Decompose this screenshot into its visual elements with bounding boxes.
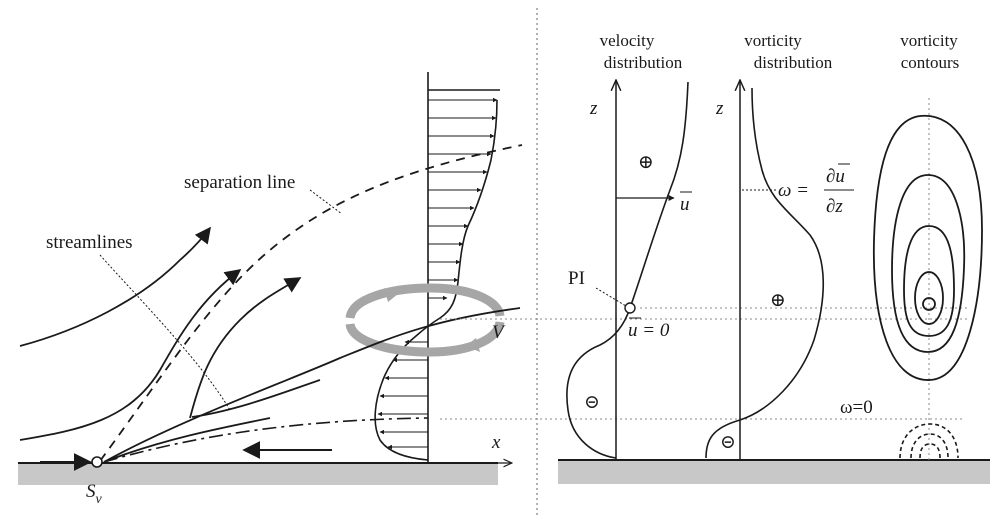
streamline-2 (19, 269, 242, 441)
velocity-header-line2: distribution (604, 53, 683, 72)
profile-arrows-positive (428, 97, 498, 301)
right-panel: velocity distribution vorticity distributi… (440, 31, 990, 484)
sv-point (91, 456, 103, 468)
velocity-profile-curve (374, 99, 498, 461)
profile-arrows-negative (377, 339, 428, 450)
vorticity-contours (872, 115, 983, 381)
velocity-header: velocity distribution (600, 31, 683, 72)
contours-header-line2: contours (901, 53, 960, 72)
vortex-ring-arrows (384, 288, 480, 352)
sv-label-main: S (86, 481, 96, 502)
omega-zero-label: ω=0 (840, 397, 873, 418)
contour-4 (914, 271, 944, 325)
vorticity-distribution-curve (705, 87, 825, 459)
omega-eq-numerator: ∂u (826, 166, 845, 187)
reverse-flow-line (103, 417, 429, 463)
omega-eq-denominator: ∂z (826, 196, 843, 217)
vorticity-header: vorticity distribution (744, 31, 832, 72)
omega-eq-label: ω = (778, 180, 809, 201)
vorticity-minus-sign: ⊝ (720, 432, 736, 453)
contour-outer (872, 115, 983, 381)
contour-2 (891, 174, 966, 353)
vortex-label: V (492, 322, 506, 343)
vorticity-equation: ω = ∂u ∂z (778, 163, 854, 217)
vortex-ring (345, 283, 505, 357)
u-zero-label: u = 0 (628, 320, 670, 341)
streamlines-leader (99, 254, 231, 411)
separation-line-label: separation line (184, 172, 295, 193)
vorticity-z-label: z (715, 98, 724, 119)
pi-leader (595, 287, 627, 307)
contour-core (922, 297, 936, 311)
ground-surface-left (18, 463, 498, 485)
vorticity-plus-sign: ⊕ (770, 290, 786, 311)
vorticity-header-line1: vorticity (744, 31, 802, 50)
ground-surface-right (558, 460, 990, 484)
left-panel: x (18, 72, 523, 507)
velocity-header-line1: velocity (600, 31, 655, 50)
vorticity-header-line2: distribution (754, 53, 833, 72)
streamline-5 (103, 307, 521, 463)
contour-3 (903, 225, 955, 337)
velocity-plus-sign: ⊕ (638, 152, 654, 173)
sv-label-sub: v (96, 492, 103, 507)
contours-header-line1: vorticity (900, 31, 958, 50)
negative-contours (899, 423, 959, 459)
streamline-3 (189, 277, 302, 419)
streamline-6 (103, 417, 271, 463)
separation-line (99, 144, 523, 462)
velocity-z-label: z (589, 98, 598, 119)
contours-header: vorticity contours (900, 31, 959, 72)
separation-line-leader (309, 189, 343, 215)
pi-point (624, 302, 636, 314)
streamlines-label: streamlines (46, 232, 133, 253)
velocity-distribution-curve (566, 81, 689, 459)
pi-label: PI (568, 268, 585, 289)
x-axis-label: x (491, 432, 501, 453)
sv-label: Sv (86, 481, 103, 507)
velocity-minus-sign: ⊝ (584, 392, 600, 413)
streamline-4 (191, 379, 321, 418)
velocity-u-label: u (680, 194, 690, 215)
streamline-1 (19, 226, 211, 347)
